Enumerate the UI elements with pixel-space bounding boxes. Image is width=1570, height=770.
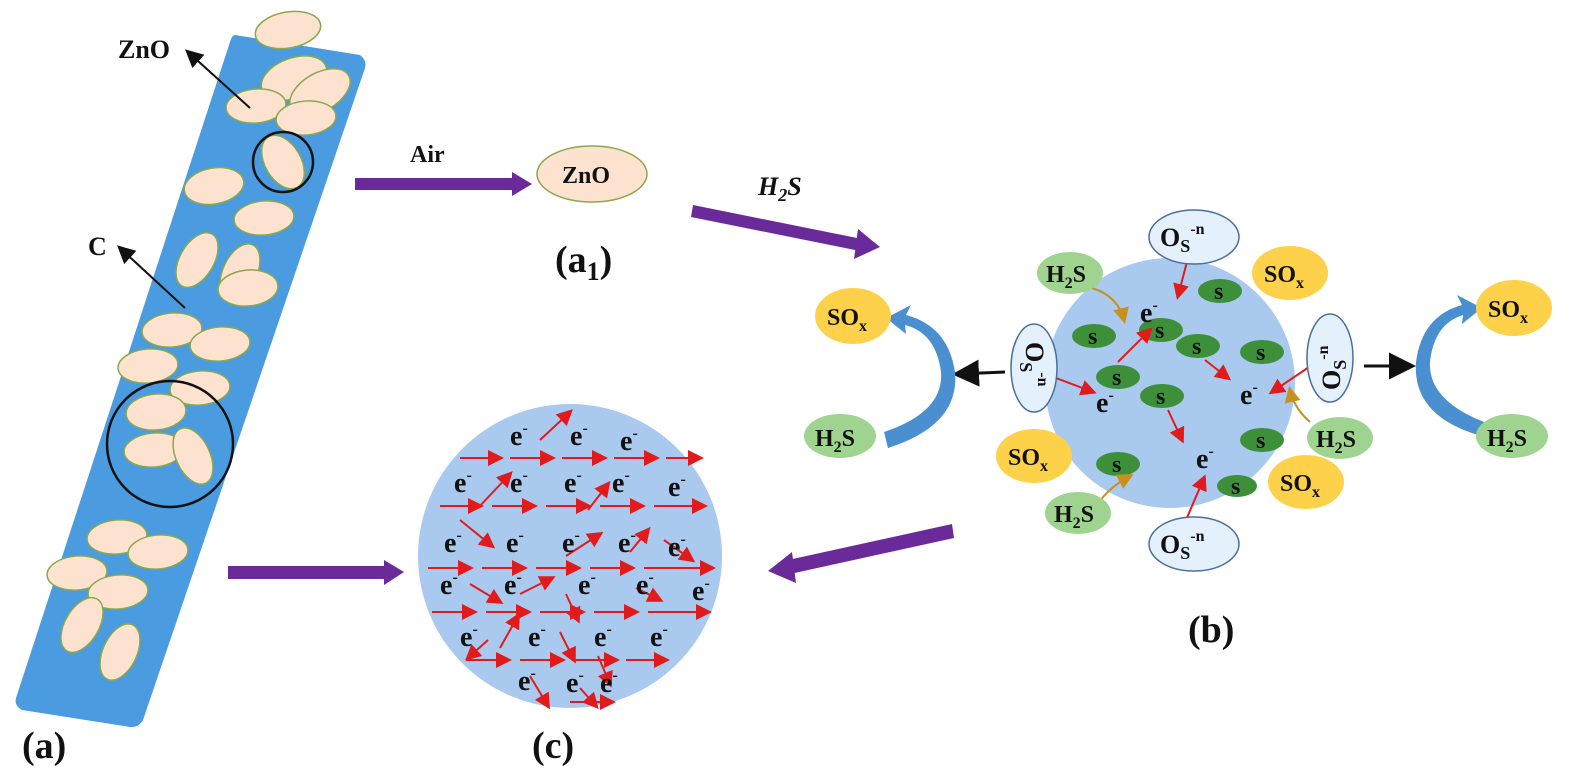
svg-text:e-: e- bbox=[504, 569, 522, 601]
svg-text:e-: e- bbox=[570, 420, 588, 452]
svg-text:e-: e- bbox=[506, 527, 524, 559]
svg-text:H2S: H2S bbox=[1316, 427, 1356, 457]
svg-text:OS-n: OS-n bbox=[1160, 221, 1205, 256]
svg-text:e-: e- bbox=[510, 467, 528, 499]
zno-label: ZnO bbox=[118, 35, 170, 64]
svg-text:e-: e- bbox=[444, 527, 462, 559]
b-to-c-arrow bbox=[768, 524, 954, 583]
os-species-left: OS-n bbox=[1010, 323, 1058, 413]
svg-text:e-: e- bbox=[636, 569, 654, 601]
svg-text:e-: e- bbox=[594, 621, 612, 653]
svg-text:H2S: H2S bbox=[1046, 262, 1086, 292]
sphere-electrons: e- e- e- e- bbox=[1096, 297, 1258, 475]
svg-text:e-: e- bbox=[620, 425, 638, 457]
svg-text:H2S: H2S bbox=[1054, 502, 1094, 532]
zno-grain-sphere bbox=[1045, 258, 1295, 508]
svg-text:e-: e- bbox=[562, 527, 580, 559]
svg-text:e-: e- bbox=[564, 467, 582, 499]
panel-label-b: (b) bbox=[1188, 609, 1234, 651]
h2s-ovals-b: H2S H2S H2S bbox=[1037, 252, 1373, 534]
svg-text:s: s bbox=[1231, 474, 1240, 500]
svg-text:s: s bbox=[1088, 324, 1097, 350]
svg-text:OS-n: OS-n bbox=[1160, 528, 1205, 563]
svg-text:SOx: SOx bbox=[1280, 471, 1320, 501]
svg-text:s: s bbox=[1256, 428, 1265, 454]
svg-text:s: s bbox=[1192, 334, 1201, 360]
zno-oval bbox=[536, 145, 648, 203]
svg-text:e-: e- bbox=[578, 569, 596, 601]
highlight-circles bbox=[105, 130, 315, 509]
rod-to-c-arrow bbox=[228, 560, 404, 585]
svg-text:e-: e- bbox=[668, 531, 686, 563]
air-label: Air bbox=[410, 142, 445, 168]
svg-text:e-: e- bbox=[668, 471, 686, 503]
sox-ovals-b: SOx SOx SOx bbox=[996, 246, 1344, 509]
air-arrow bbox=[355, 172, 532, 196]
svg-text:OS-n: OS-n bbox=[1315, 345, 1350, 390]
svg-text:e-: e- bbox=[440, 569, 458, 601]
svg-text:SOx: SOx bbox=[1264, 262, 1304, 292]
svg-text:e-: e- bbox=[460, 621, 478, 653]
svg-text:e-: e- bbox=[528, 621, 546, 653]
panel-label-a1: (a1) bbox=[555, 239, 612, 286]
c-electrons: e- e- e- e- e- e- e- e- e- e- e- e- e- e… bbox=[440, 420, 710, 699]
right-reaction-cycle: H2S SOx bbox=[1364, 280, 1552, 458]
svg-text:H2S: H2S bbox=[815, 426, 855, 456]
h2s-arrow bbox=[691, 205, 880, 259]
zno-oval-label: ZnO bbox=[562, 163, 610, 189]
svg-text:e-: e- bbox=[1096, 387, 1114, 419]
svg-text:e-: e- bbox=[566, 667, 584, 699]
zno-particles bbox=[46, 10, 351, 681]
sphere-red-arrows bbox=[1039, 257, 1313, 521]
svg-text:s: s bbox=[1214, 279, 1223, 305]
c-label: C bbox=[88, 232, 107, 261]
c-diagonal-arrows bbox=[459, 409, 696, 710]
svg-text:H2S: H2S bbox=[1487, 426, 1527, 456]
svg-text:e-: e- bbox=[1140, 297, 1158, 329]
svg-text:e-: e- bbox=[618, 527, 636, 559]
os-species-top: OS-n bbox=[1148, 209, 1240, 265]
os-species-right: OS-n bbox=[1306, 313, 1354, 403]
svg-text:e-: e- bbox=[600, 667, 618, 699]
svg-text:s: s bbox=[1156, 384, 1165, 410]
svg-text:e-: e- bbox=[692, 575, 710, 607]
svg-text:e-: e- bbox=[612, 467, 630, 499]
conductive-sphere bbox=[418, 404, 722, 708]
svg-text:s: s bbox=[1256, 340, 1265, 366]
os-species-bottom: OS-n bbox=[1148, 516, 1240, 572]
svg-text:e-: e- bbox=[518, 665, 536, 697]
panel-label-c: (c) bbox=[532, 725, 574, 767]
panel-label-a: (a) bbox=[22, 725, 66, 767]
svg-text:OS-n: OS-n bbox=[1016, 342, 1051, 387]
svg-text:SOx: SOx bbox=[1008, 445, 1048, 475]
svg-text:SOx: SOx bbox=[1488, 297, 1528, 327]
h2s-arrow-label: H2S bbox=[757, 172, 802, 205]
rod-pointers bbox=[117, 49, 251, 309]
svg-text:e-: e- bbox=[650, 621, 668, 653]
svg-text:e-: e- bbox=[1196, 443, 1214, 475]
svg-text:e-: e- bbox=[510, 420, 528, 452]
left-reaction-cycle: H2S SOx bbox=[804, 288, 1006, 458]
svg-text:e-: e- bbox=[1240, 379, 1258, 411]
svg-text:s: s bbox=[1112, 365, 1121, 391]
svg-text:SOx: SOx bbox=[827, 305, 867, 335]
svg-text:s: s bbox=[1155, 318, 1164, 344]
svg-text:s: s bbox=[1112, 452, 1121, 478]
svg-text:e-: e- bbox=[454, 467, 472, 499]
